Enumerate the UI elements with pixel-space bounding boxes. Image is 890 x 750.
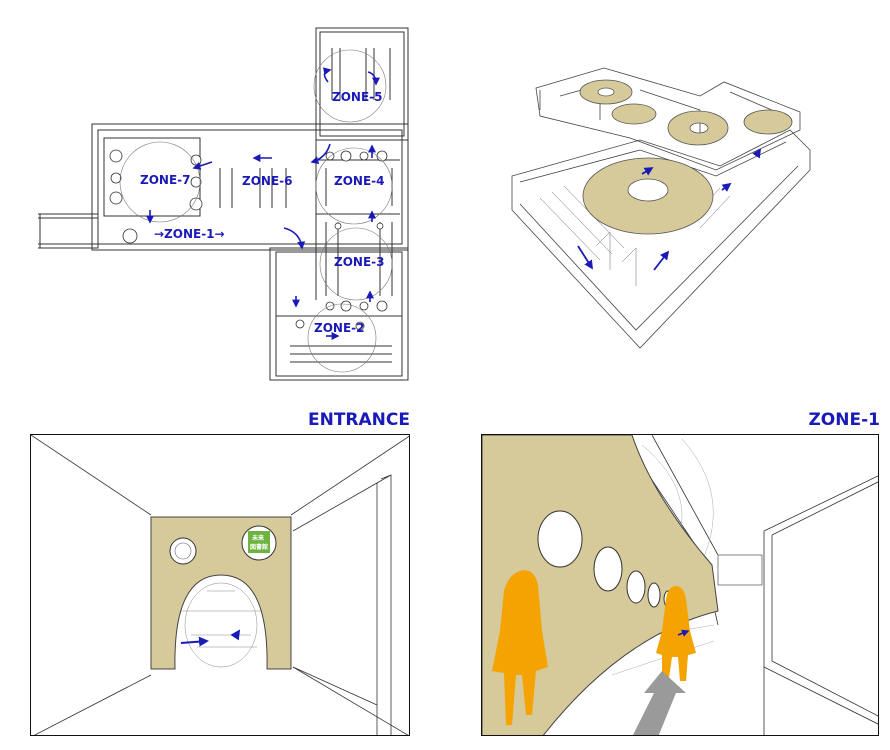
zone-label: ZONE-2 [314, 321, 364, 335]
plan-portholes [109, 149, 388, 331]
svg-text:未来: 未来 [252, 534, 265, 542]
ring-disc [579, 79, 793, 235]
flow-arrow-icon [146, 67, 380, 340]
entrance-title: ENTRANCE [308, 410, 410, 430]
svg-text:図書館: 図書館 [250, 543, 268, 551]
guide-arrow-icon [633, 671, 686, 735]
zone-label: ZONE-3 [334, 255, 384, 269]
zone-label: ZONE-6 [242, 174, 292, 188]
zone-label: →ZONE-1→ [154, 227, 225, 241]
entrance-view: 未来 図書館 [30, 434, 410, 736]
person-figure-icon [492, 570, 696, 725]
zone1-view [481, 434, 879, 736]
library-sign [248, 531, 270, 553]
axonometric-view [511, 67, 811, 349]
zone-label: ZONE-5 [332, 90, 382, 104]
plan-circle-rooms [119, 49, 393, 373]
zone-label: ZONE-4 [334, 174, 384, 188]
zone1-title: ZONE-1 [808, 410, 880, 430]
zone-label: ZONE-7 [140, 173, 190, 187]
